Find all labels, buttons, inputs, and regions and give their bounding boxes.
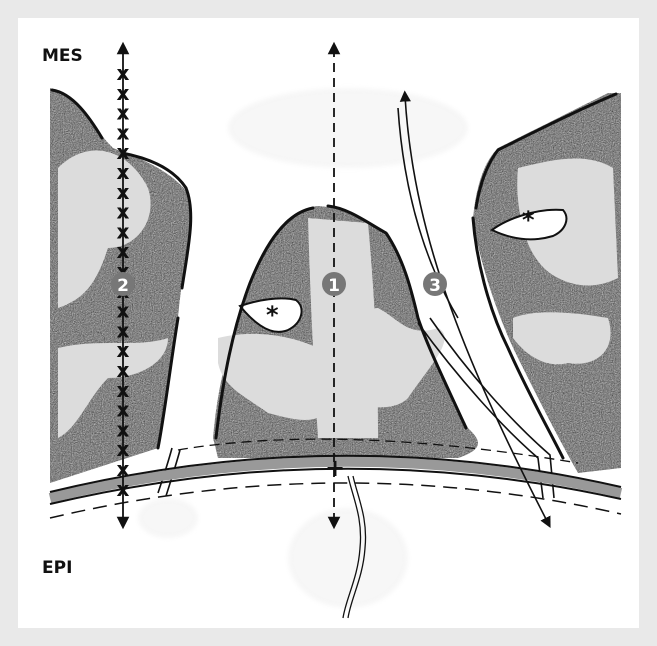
marker-1: 1 <box>322 272 346 296</box>
diagram: xxxxxxxxxxxxxxxxxxxxxx + * * 1 2 3 MES E… <box>18 18 639 628</box>
asterisk-right: * <box>522 206 535 234</box>
diagram-panel: xxxxxxxxxxxxxxxxxxxxxx + * * 1 2 3 MES E… <box>18 18 639 628</box>
asterisk-left: * <box>266 301 279 329</box>
label-mes: MES <box>42 46 83 66</box>
svg-text:1: 1 <box>328 276 340 296</box>
label-epi: EPI <box>42 558 72 578</box>
plus-mark: + <box>325 454 345 482</box>
x-mark: x <box>117 477 130 501</box>
marker-2: 2 <box>111 272 135 296</box>
marker-3: 3 <box>423 272 447 296</box>
svg-text:2: 2 <box>117 276 129 296</box>
svg-text:3: 3 <box>429 276 441 296</box>
